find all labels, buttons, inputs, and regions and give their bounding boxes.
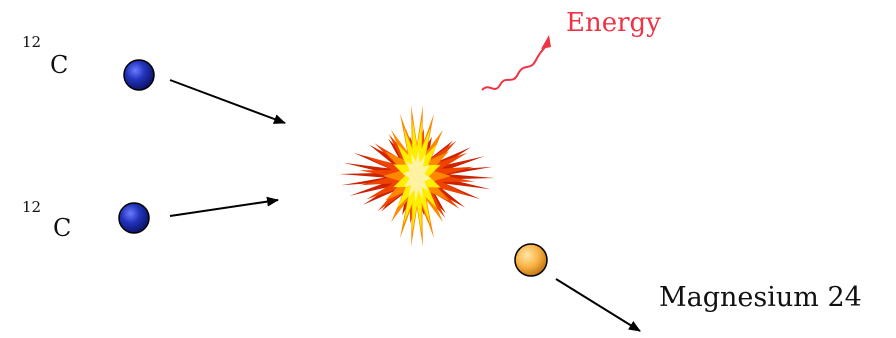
reactant-2-symbol: C — [53, 214, 72, 242]
magnesium-nucleus — [514, 243, 548, 277]
energy-wave-arrow — [481, 45, 547, 91]
reactant-2-mass-number: 12 — [22, 198, 42, 216]
carbon-nucleus-bottom — [118, 202, 150, 234]
energy-label: Energy — [566, 8, 661, 38]
energy-arrowhead — [541, 35, 551, 49]
arrow-to-product — [555, 278, 641, 332]
arrow-bottom-to-burst — [169, 196, 279, 217]
reactant-1-mass-number: 12 — [22, 33, 42, 51]
fusion-burst — [339, 105, 495, 247]
carbon-nucleus-top — [123, 59, 155, 91]
reactant-1-symbol: C — [50, 51, 69, 79]
product-label: Magnesium 24 — [659, 282, 862, 313]
arrow-top-to-burst — [169, 79, 286, 124]
burst-core — [403, 150, 431, 202]
